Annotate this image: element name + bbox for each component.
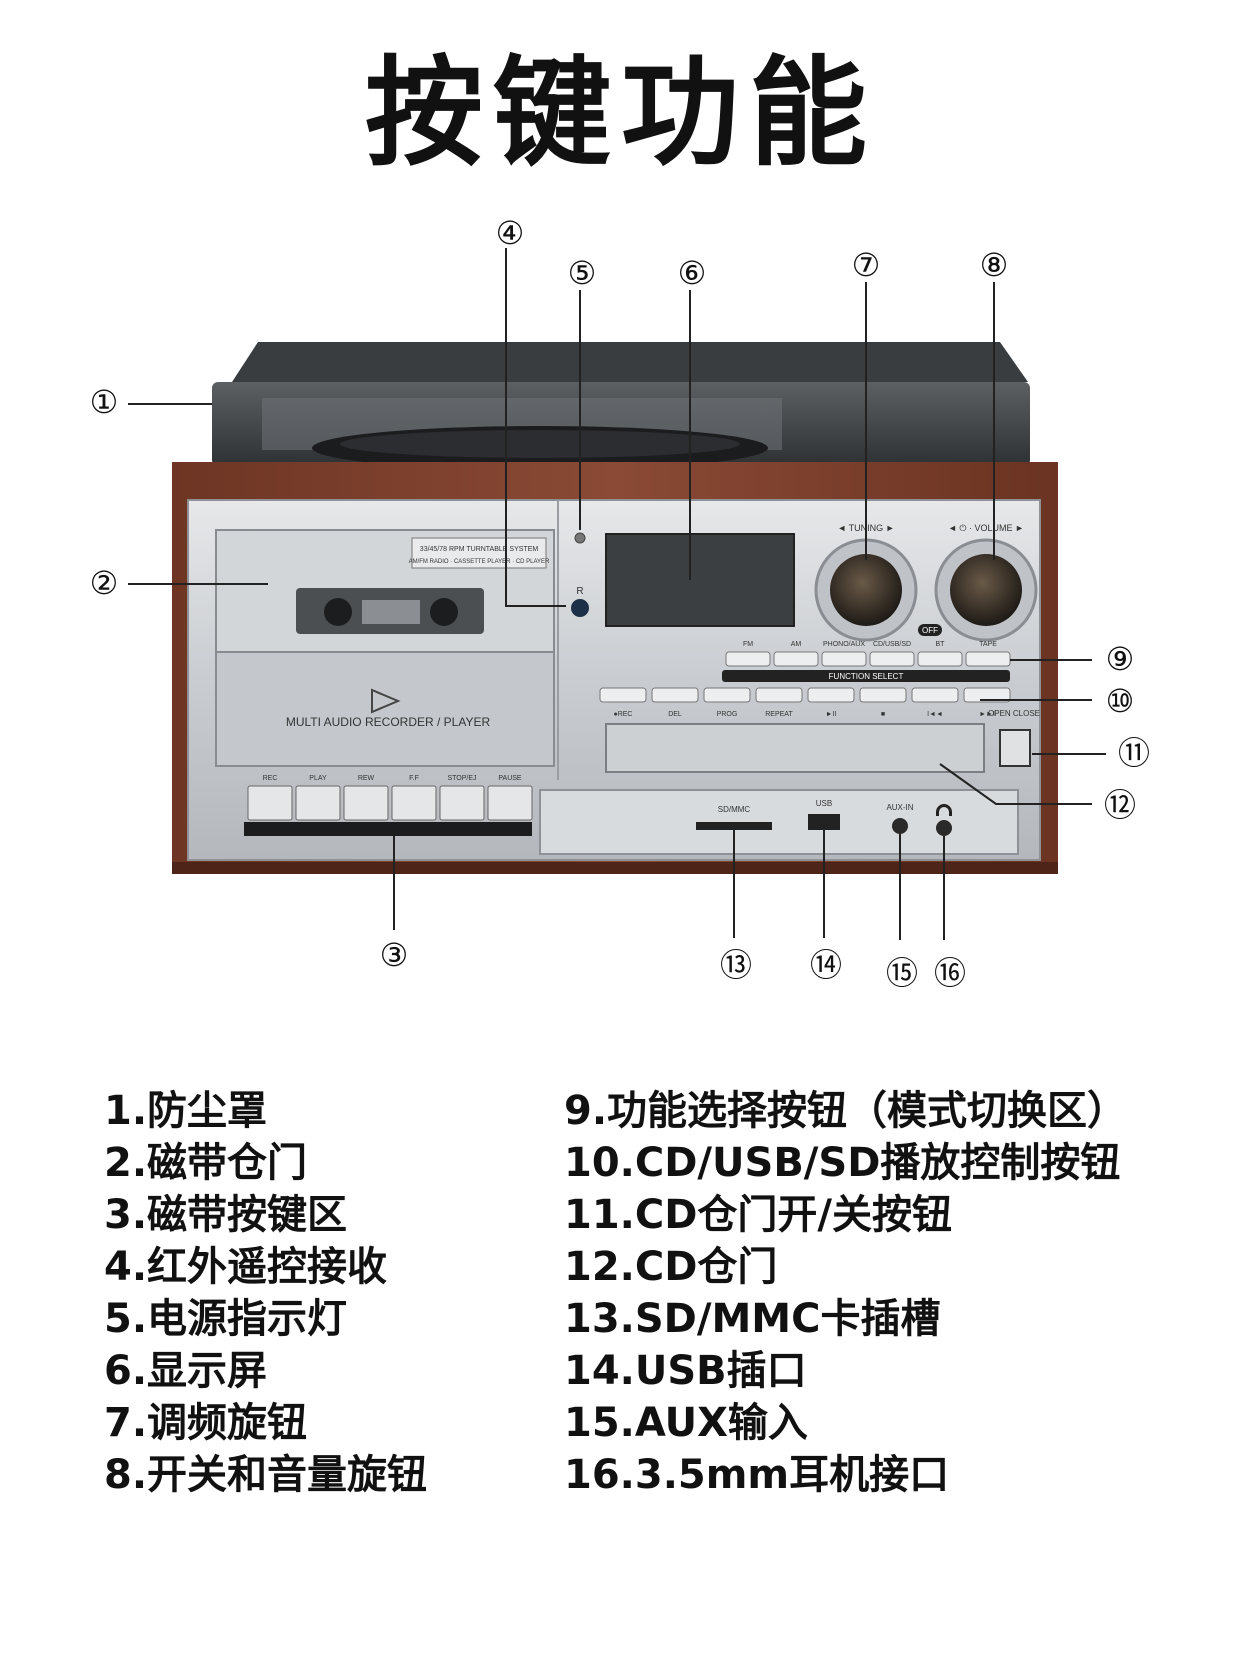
cassette-key-label: REW [358, 775, 375, 782]
aux-in-jack[interactable] [892, 818, 908, 834]
usb-label: USB [816, 799, 832, 808]
legend-right: 9.功能选择按钮（模式切换区） 10.CD/USB/SD播放控制按钮 11.CD… [564, 1085, 1127, 1501]
legend-item-16: 16.3.5mm耳机接口 [564, 1449, 1127, 1501]
function-label: PHONO/AUX [823, 641, 865, 648]
aux-label: AUX-IN [886, 803, 913, 812]
cassette-key[interactable] [392, 786, 436, 820]
cd-control-button[interactable] [756, 688, 802, 702]
callout-1: ① [90, 383, 119, 421]
callout-16: ⑯ [934, 954, 966, 992]
callout-6: ⑥ [678, 254, 707, 292]
function-label: FM [743, 641, 753, 648]
function-select-label: FUNCTION SELECT [829, 672, 904, 681]
cd-control-label: ►II [826, 711, 837, 718]
function-label: CD/USB/SD [873, 641, 911, 648]
cd-control-button[interactable] [652, 688, 698, 702]
legend-item-15: 15.AUX输入 [564, 1397, 1127, 1449]
cassette-key[interactable] [248, 786, 292, 820]
cd-control-button[interactable] [600, 688, 646, 702]
function-label: AM [791, 641, 802, 648]
cassette-key-label: PAUSE [498, 775, 522, 782]
function-button[interactable] [774, 652, 818, 666]
cassette-door-label: MULTI AUDIO RECORDER / PLAYER [286, 715, 491, 729]
cd-control-button[interactable] [704, 688, 750, 702]
cassette-key[interactable] [344, 786, 388, 820]
legend-item-13: 13.SD/MMC卡插槽 [564, 1293, 1127, 1345]
cassette-key-label: PLAY [309, 775, 327, 782]
callout-4: ④ [496, 214, 525, 252]
cd-control-label: ●REC [613, 711, 632, 718]
legend-item-5: 5.电源指示灯 [104, 1293, 427, 1345]
legend-item-9: 9.功能选择按钮（模式切换区） [564, 1085, 1127, 1137]
callout-13: ⑬ [720, 946, 752, 984]
io-panel: SD/MMC USB AUX-IN [540, 790, 1018, 854]
callout-2: ② [90, 564, 119, 602]
callout-7: ⑦ [852, 246, 881, 284]
headphone-jack[interactable] [936, 820, 952, 836]
cd-control-label: PROG [717, 711, 738, 718]
volume-label: ◄ ⏻ · VOLUME ► [948, 523, 1024, 533]
function-button[interactable] [918, 652, 962, 666]
cd-control-label: DEL [668, 711, 682, 718]
legend-item-3: 3.磁带按键区 [104, 1189, 427, 1241]
cd-control-label: REPEAT [765, 711, 793, 718]
function-button[interactable] [822, 652, 866, 666]
function-button[interactable] [726, 652, 770, 666]
callout-10: ⑩ [1106, 682, 1135, 720]
legend-item-11: 11.CD仓门开/关按钮 [564, 1189, 1127, 1241]
top-plate-line-1: 33/45/78 RPM TURNTABLE SYSTEM [420, 546, 539, 553]
legend-item-10: 10.CD/USB/SD播放控制按钮 [564, 1137, 1127, 1189]
callout-11: ⑪ [1118, 734, 1150, 772]
usb-port[interactable] [808, 814, 840, 830]
volume-knob[interactable] [936, 540, 1036, 640]
display-screen [606, 534, 794, 626]
cassette-door[interactable]: 33/45/78 RPM TURNTABLE SYSTEM AM/FM RADI… [216, 530, 554, 766]
cassette-key-label: F.F [409, 775, 419, 782]
callout-5: ⑤ [568, 254, 597, 292]
cd-control-label: I◄◄ [927, 711, 943, 718]
sd-label: SD/MMC [718, 805, 751, 814]
cd-control-button[interactable] [860, 688, 906, 702]
remote-sensor-mark: R [576, 586, 583, 597]
cd-control-button[interactable] [912, 688, 958, 702]
legend-item-2: 2.磁带仓门 [104, 1137, 427, 1189]
callout-15: ⑮ [886, 954, 918, 992]
legend-item-12: 12.CD仓门 [564, 1241, 1127, 1293]
open-close-button[interactable] [1000, 730, 1030, 766]
function-button[interactable] [870, 652, 914, 666]
cd-control-button[interactable] [808, 688, 854, 702]
callout-12: ⑫ [1104, 786, 1136, 824]
legend-left: 1.防尘罩 2.磁带仓门 3.磁带按键区 4.红外遥控接收 5.电源指示灯 6.… [104, 1085, 427, 1501]
legend-item-8: 8.开关和音量旋钮 [104, 1449, 427, 1501]
ir-receiver [571, 599, 589, 617]
cassette-key-label: STOP/EJ [447, 775, 476, 782]
callout-14: ⑭ [810, 946, 842, 984]
callout-9: ⑨ [1106, 640, 1135, 678]
callout-8: ⑧ [980, 246, 1009, 284]
power-led [575, 533, 585, 543]
top-plate-line-2: AM/FM RADIO · CASSETTE PLAYER · CD PLAYE… [409, 559, 550, 565]
legend-item-6: 6.显示屏 [104, 1345, 427, 1397]
function-label: BT [936, 641, 946, 648]
legend-item-4: 4.红外遥控接收 [104, 1241, 427, 1293]
device-diagram: 33/45/78 RPM TURNTABLE SYSTEM AM/FM RADI… [0, 0, 1242, 1060]
cassette-key[interactable] [296, 786, 340, 820]
cassette-key[interactable] [488, 786, 532, 820]
function-button[interactable] [966, 652, 1010, 666]
open-close-label: OPEN CLOSE [988, 709, 1040, 718]
cassette-key-label: REC [263, 775, 278, 782]
sd-card-slot[interactable] [696, 822, 772, 830]
callout-3: ③ [380, 936, 409, 974]
cd-tray[interactable] [606, 724, 984, 772]
legend-item-14: 14.USB插口 [564, 1345, 1127, 1397]
off-label: OFF [922, 626, 938, 635]
function-label: TAPE [979, 641, 997, 648]
cassette-key[interactable] [440, 786, 484, 820]
legend-item-7: 7.调频旋钮 [104, 1397, 427, 1449]
legend-item-1: 1.防尘罩 [104, 1085, 427, 1137]
cd-control-label: ■ [881, 711, 885, 718]
